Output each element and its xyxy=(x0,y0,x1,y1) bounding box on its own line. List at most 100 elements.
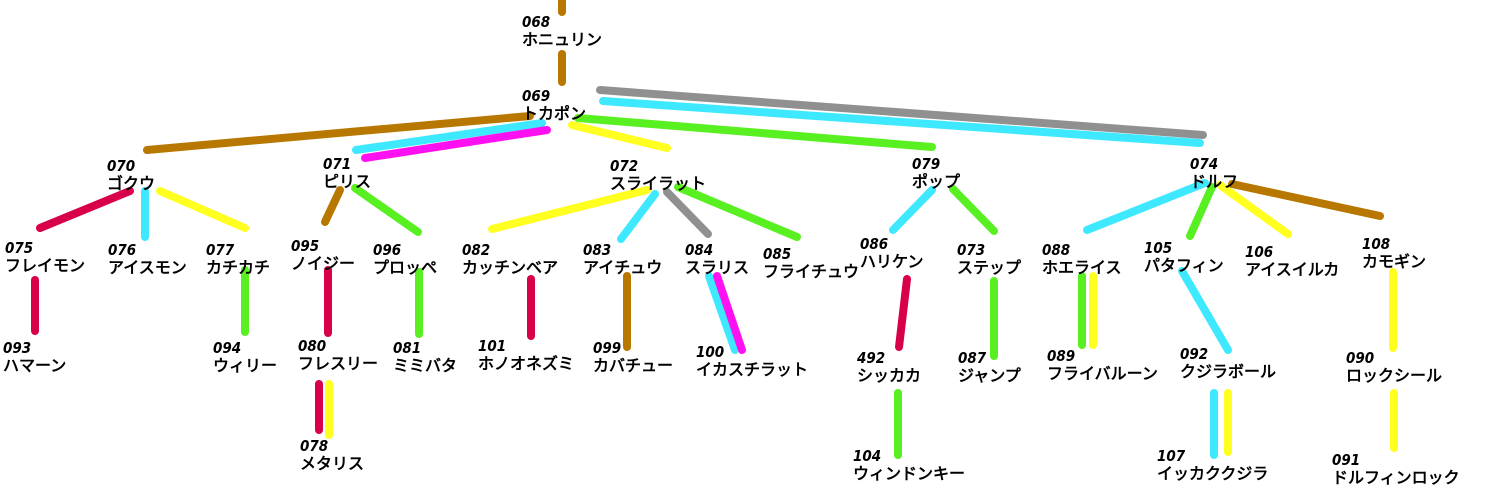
node-number: 104 xyxy=(853,447,881,465)
node-number: 071 xyxy=(323,155,351,173)
edge-069-079-green xyxy=(574,114,936,151)
edge-071-095-brown xyxy=(321,186,344,226)
node-number: 079 xyxy=(912,155,940,173)
node-name: ステップ xyxy=(957,258,1022,277)
node-number: 090 xyxy=(1346,349,1374,367)
node-number: 089 xyxy=(1047,347,1075,365)
node-name: ロックシール xyxy=(1346,366,1442,385)
edge-069-071-cyan xyxy=(352,119,546,154)
edge-069-074-cyan xyxy=(599,97,1204,147)
node-name: ピリス xyxy=(323,172,371,191)
node-name: ドルフィンロック xyxy=(1332,468,1460,487)
edge-070-077-yellow xyxy=(156,187,249,232)
edge-070-075-crimson xyxy=(36,187,134,232)
node-name: シッカカ xyxy=(857,366,921,385)
node-number: 077 xyxy=(206,241,235,259)
node-name: イッカククジラ xyxy=(1157,464,1268,483)
node-name: パタフィン xyxy=(1144,256,1224,275)
node-name: スライラット xyxy=(610,174,706,193)
node-name: クジラボール xyxy=(1180,362,1276,381)
node-number: 069 xyxy=(522,87,550,105)
edge-069-074-gray xyxy=(596,86,1207,139)
node-name: ハリケン xyxy=(860,252,924,271)
node-name: ジャンプ xyxy=(958,366,1022,385)
node-name: フレイモン xyxy=(5,256,85,275)
edge-072-083-cyan xyxy=(617,190,659,243)
edge-074-108-brown xyxy=(1228,180,1384,220)
node-number: 099 xyxy=(593,339,621,357)
node-name: ホノオネズミ xyxy=(478,354,574,373)
node-number: 084 xyxy=(685,241,713,259)
node-number: 094 xyxy=(213,339,241,357)
edge-084-100-cyan xyxy=(705,272,739,354)
node-name: アイチュウ xyxy=(583,258,662,277)
node-number: 107 xyxy=(1157,447,1186,465)
edge-069-072-yellow xyxy=(568,121,671,152)
node-number: 092 xyxy=(1180,345,1208,363)
node-name: ミミバタ xyxy=(393,356,457,375)
node-name: カッチンベア xyxy=(462,258,558,277)
node-name: フライチュウ xyxy=(763,262,859,281)
edge-079-086-cyan xyxy=(889,186,936,234)
node-number: 095 xyxy=(291,237,319,255)
edge-069-071-magenta xyxy=(361,126,551,162)
edge-069-070-brown xyxy=(143,112,534,154)
node-number: 105 xyxy=(1144,239,1172,257)
node-number: 085 xyxy=(763,245,791,263)
node-number: 093 xyxy=(3,339,31,357)
node-number: 100 xyxy=(696,343,724,361)
node-name: ホエライス xyxy=(1042,258,1122,277)
node-number: 091 xyxy=(1332,451,1360,469)
node-number: 078 xyxy=(300,437,328,455)
node-number: 068 xyxy=(522,13,550,31)
node-name: アイスイルカ xyxy=(1245,260,1339,279)
node-name: プロッペ xyxy=(373,258,437,277)
edge-072-085-green xyxy=(674,183,801,241)
node-number: 096 xyxy=(373,241,401,259)
node-name: メタリス xyxy=(300,454,364,473)
edge-074-106-yellow xyxy=(1216,181,1292,238)
node-name: カチカチ xyxy=(206,258,270,277)
node-number: 082 xyxy=(462,241,490,259)
node-number: 108 xyxy=(1362,235,1390,253)
edge-086-492-crimson xyxy=(895,275,911,351)
node-number: 075 xyxy=(5,239,33,257)
edge-074-088-cyan xyxy=(1083,179,1209,234)
node-name: カモギン xyxy=(1362,252,1426,271)
node-number: 070 xyxy=(107,157,135,175)
node-name: ポップ xyxy=(912,172,961,191)
edge-071-096-green xyxy=(351,184,422,236)
node-number: 087 xyxy=(958,349,987,367)
node-name: ノイジー xyxy=(291,254,355,273)
edge-074-105-green xyxy=(1186,183,1216,240)
edge-072-084-gray xyxy=(663,188,712,238)
node-name: ゴクウ xyxy=(107,174,155,193)
